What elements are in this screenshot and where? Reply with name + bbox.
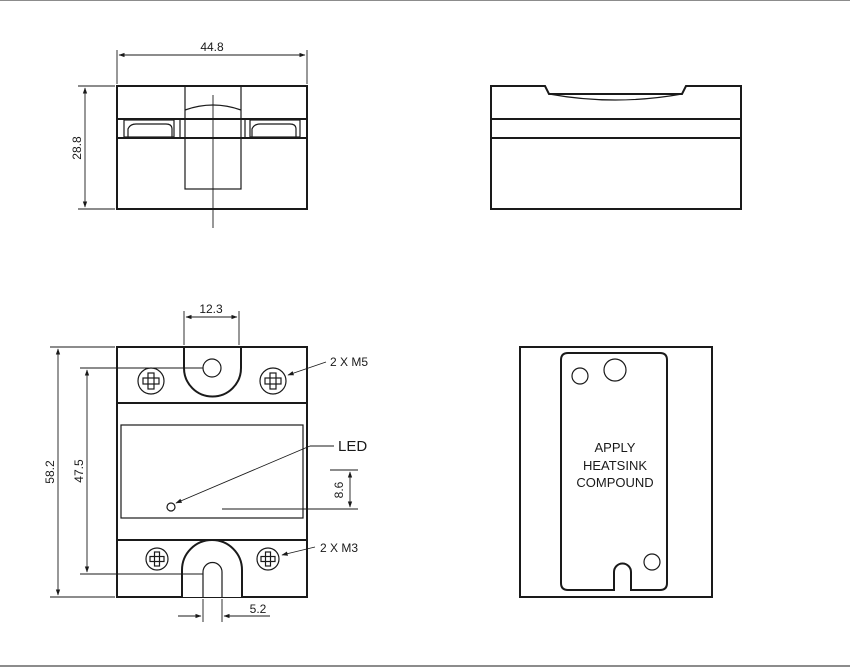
m3-label: 2 X M3 xyxy=(320,541,358,555)
front-terminal-slot-right xyxy=(249,119,301,138)
m3-screw-right xyxy=(256,547,280,571)
heatsink-note-line-3: COMPOUND xyxy=(576,475,653,490)
bottom-slot xyxy=(202,561,223,597)
mount-length-text: 47.5 xyxy=(72,459,86,483)
mount-spacing-text: 12.3 xyxy=(199,302,223,316)
front-terminal-clip-left xyxy=(127,123,173,137)
bottom-slot-lug xyxy=(181,539,243,597)
baseplate-hole-small-top xyxy=(571,367,589,385)
led-label: LED xyxy=(338,438,367,455)
led-offset-text: 8.6 xyxy=(332,481,346,498)
height-dimension-text: 28.8 xyxy=(70,136,84,160)
m5-label: 2 X M5 xyxy=(330,355,368,369)
front-view: 44.8 28.8 xyxy=(70,40,308,228)
heatsink-note-line-2: HEATSINK xyxy=(583,458,647,473)
baseplate-hole-large-top xyxy=(603,358,627,382)
bottom-view-body xyxy=(519,346,713,598)
top-mount-lug xyxy=(183,346,242,398)
m3-leader xyxy=(281,546,316,556)
width-dimension-text: 44.8 xyxy=(200,40,224,54)
overall-length-text: 58.2 xyxy=(43,460,57,484)
side-view xyxy=(490,85,742,210)
led-indicator xyxy=(166,502,176,512)
m5-leader xyxy=(287,361,327,376)
label-window xyxy=(120,424,304,519)
heatsink-plate xyxy=(560,352,668,591)
top-view: 12.3 58.2 47.5 8.6 5.2 2 X M5 2 X M3 LED xyxy=(43,302,368,622)
led-leader xyxy=(175,445,311,504)
side-view-body xyxy=(490,85,742,210)
slot-width-text: 5.2 xyxy=(250,602,267,616)
bottom-view: APPLY HEATSINK COMPOUND xyxy=(519,346,713,598)
heatsink-note-line-1: APPLY xyxy=(595,440,636,455)
front-terminal-clip-right xyxy=(251,123,297,137)
m3-screw-left xyxy=(145,547,169,571)
m5-screw-right xyxy=(259,367,287,395)
baseplate-hole-small-bottom xyxy=(643,553,661,571)
side-view-recess-curve xyxy=(548,93,683,101)
front-terminal-slot-left xyxy=(123,119,175,138)
m5-screw-left xyxy=(137,367,165,395)
